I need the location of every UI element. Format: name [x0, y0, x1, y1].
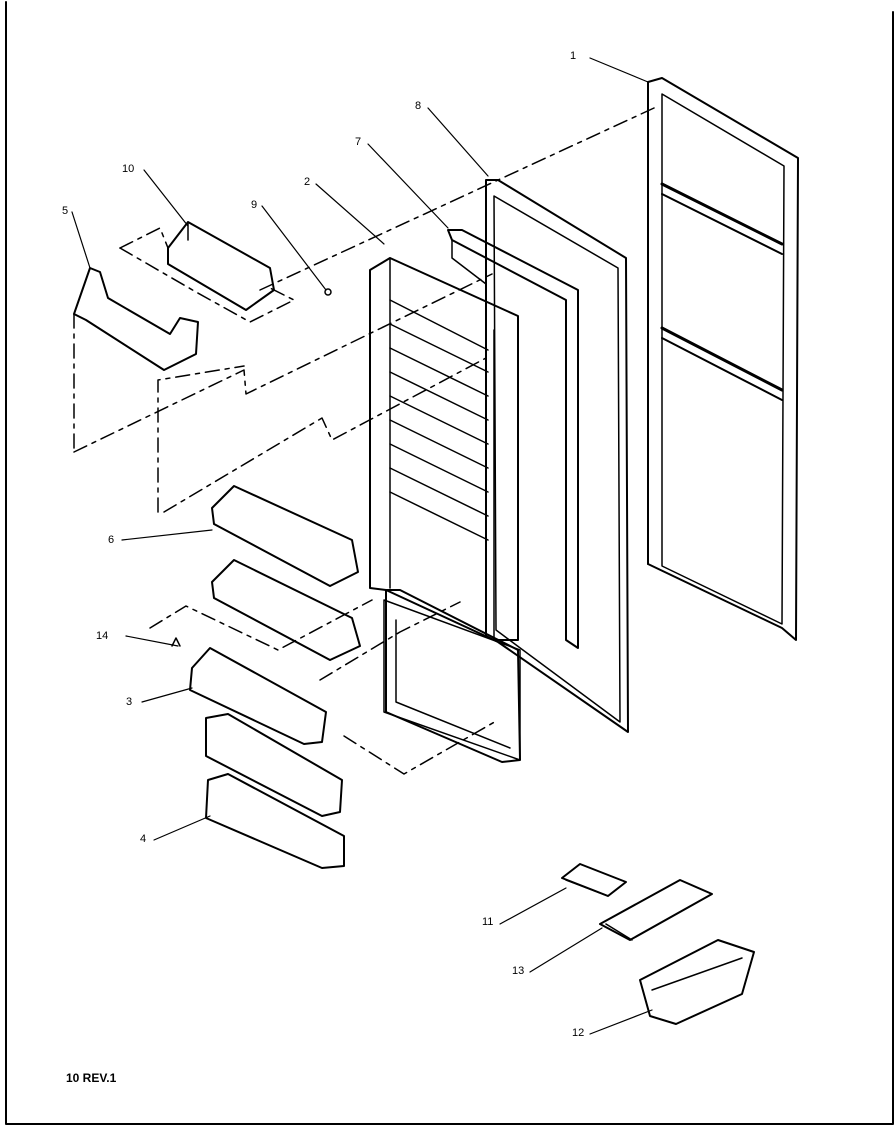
part-door-gasket [485, 179, 629, 733]
callout-12: 12 [572, 1027, 585, 1039]
callout-2: 2 [304, 176, 311, 188]
part-outer-door-panel [647, 77, 799, 641]
part-shelf-rail [189, 647, 327, 745]
part-dairy-bin [73, 267, 199, 371]
callout-14: 14 [96, 630, 109, 642]
part-screw [324, 288, 332, 296]
callout-11: 11 [482, 916, 494, 928]
callout-13: 13 [512, 965, 525, 977]
callout-4: 4 [140, 833, 147, 845]
callout-10: 10 [122, 163, 135, 175]
callout-1: 1 [570, 50, 577, 62]
part-door-liner [369, 257, 521, 763]
part-cover-tray [599, 879, 713, 941]
revision-label: 10 REV.1 [66, 1071, 117, 1085]
part-bucket [639, 939, 755, 1025]
callout-7: 7 [355, 136, 362, 148]
part-clip [171, 637, 181, 647]
callout-8: 8 [415, 100, 422, 112]
leader-lines [71, 57, 653, 1035]
callout-3: 3 [126, 696, 133, 708]
part-breaker-strip [447, 229, 579, 649]
part-upper-shelves [211, 485, 361, 661]
part-cover [167, 221, 275, 311]
alignment-lines [73, 107, 655, 775]
part-small-tray [561, 863, 627, 897]
callout-6: 6 [108, 534, 115, 546]
callout-5: 5 [62, 205, 69, 217]
sheet-border [5, 1, 894, 1125]
callout-9: 9 [251, 199, 258, 211]
